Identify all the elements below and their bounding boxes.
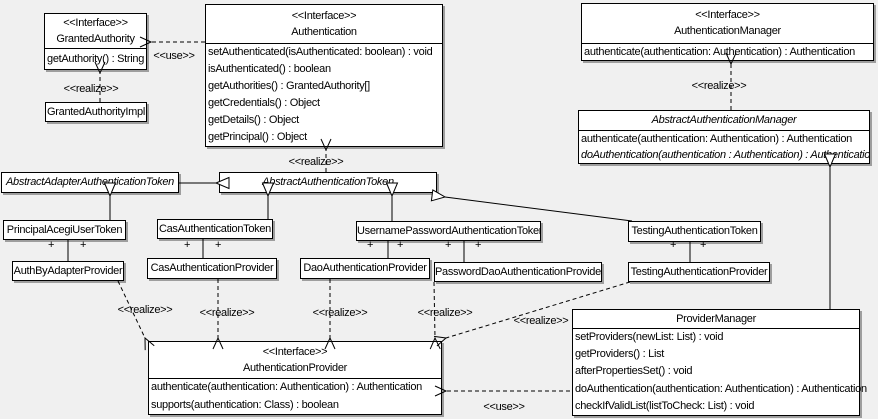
class-abstract-authentication-manager[interactable]: AbstractAuthenticationManager authenticat… <box>578 110 870 164</box>
edge-gen-testingauthenticationtoken <box>445 197 633 222</box>
edge-label-realize: <<realize>> <box>199 307 255 319</box>
class-username-password-authentication-token[interactable]: UsernamePasswordAuthenticationToken <box>356 221 541 241</box>
class-abstract-authentication-token[interactable]: AbstractAuthenticationToken <box>219 172 437 193</box>
method-label: authenticate(authentication: Authenticat… <box>584 46 855 58</box>
method-label: doAuthentication(authentication : Authen… <box>581 149 869 161</box>
class-password-dao-authentication-provider[interactable]: PasswordDaoAuthenticationProvider <box>434 262 602 282</box>
method-label: getPrincipal() : Object <box>208 131 307 143</box>
class-name: AbstractAuthenticationToken <box>262 176 394 188</box>
edge-label-realize: <<realize>> <box>63 83 119 95</box>
class-name: PrincipalAcegiUserToken <box>6 224 123 236</box>
class-cas-authentication-provider[interactable]: CasAuthenticationProvider <box>147 258 277 279</box>
class-name: UsernamePasswordAuthenticationToken <box>357 225 540 237</box>
edge-label-realize: <<realize>> <box>117 304 173 316</box>
edge-label-realize: <<realize>> <box>691 80 747 92</box>
plus-label: + <box>47 239 55 251</box>
class-name: PasswordDaoAuthenticationProvider <box>435 266 601 278</box>
class-name: CasAuthenticationProvider <box>150 262 274 274</box>
method-label: setAuthenticated(isAuthenticated: boolea… <box>208 46 433 58</box>
class-testing-authentication-provider[interactable]: TestingAuthenticationProvider <box>628 262 770 282</box>
class-name: AbstractAuthenticationManager <box>579 111 869 131</box>
class-abstract-adapter-authentication-token[interactable]: AbstractAdapterAuthenticationToken <box>1 172 179 193</box>
method-label: afterPropertiesSet() : void <box>575 365 693 378</box>
class-name: AuthByAdapterProvider <box>13 265 123 277</box>
method-label: setProviders(newList: List) : void <box>575 331 724 343</box>
edge-label-use: <<use>> <box>483 401 525 413</box>
class-dao-authentication-provider[interactable]: DaoAuthenticationProvider <box>300 258 430 279</box>
class-name: AuthenticationProvider <box>242 361 348 374</box>
stereotype-label: <<Interface>> <box>262 345 328 358</box>
edge-label-realize: <<realize>> <box>312 307 368 319</box>
class-name: DaoAuthenticationProvider <box>303 262 427 274</box>
method-label: authenticate(authentication: Authenticat… <box>151 381 422 393</box>
method-label: getDetails() : Object <box>208 114 299 126</box>
class-granted-authority[interactable]: <<Interface>> GrantedAuthority getAuthorit… <box>44 13 147 70</box>
stereotype-label: <<Interface>> <box>63 16 128 29</box>
plus-label: + <box>79 239 87 251</box>
method-label: checkIfValidList(listToCheck: List) : vo… <box>575 399 755 412</box>
plus-label: + <box>669 239 677 251</box>
plus-label: + <box>474 239 482 251</box>
method-label: isAuthenticated() : boolean <box>208 63 331 75</box>
stereotype-label: <<Interface>> <box>291 9 357 22</box>
class-granted-authority-impl[interactable]: GrantedAuthorityImpl <box>45 102 147 122</box>
class-authentication-provider[interactable]: <<Interface>> AuthenticationProvider authe… <box>148 341 442 415</box>
method-label: doAuthentication(authentication: Authent… <box>575 382 867 395</box>
plus-label: + <box>699 239 707 251</box>
method-label: getAuthority() : String <box>47 53 145 65</box>
edge-label-realize: <<realize>> <box>288 156 344 168</box>
class-principal-acegi-user-token[interactable]: PrincipalAcegiUserToken <box>3 220 126 240</box>
class-name: Authentication <box>291 25 357 38</box>
class-auth-by-adapter-provider[interactable]: AuthByAdapterProvider <box>12 261 124 281</box>
plus-label: + <box>396 239 404 251</box>
method-label: getProviders() : List <box>575 348 665 361</box>
class-name: GrantedAuthority <box>56 32 135 45</box>
class-authentication[interactable]: <<Interface>> Authentication setAuthentica… <box>205 4 443 147</box>
plus-label: + <box>366 239 374 251</box>
class-cas-authentication-token[interactable]: CasAuthenticationToken <box>157 219 273 239</box>
class-authentication-manager[interactable]: <<Interface>> AuthenticationManager authen… <box>581 3 874 61</box>
stereotype-label: <<Interface>> <box>695 9 760 21</box>
class-name: AbstractAdapterAuthenticationToken <box>6 176 174 188</box>
method-label: authenticate(authentication: Authenticat… <box>581 133 852 145</box>
method-label: getAuthorities() : GrantedAuthority[] <box>208 80 370 92</box>
edge-label-realize: <<realize>> <box>417 307 473 319</box>
class-name: ProviderManager <box>573 310 859 329</box>
plus-label: + <box>444 239 452 251</box>
class-testing-authentication-token[interactable]: TestingAuthenticationToken <box>628 221 761 242</box>
class-name: GrantedAuthorityImpl <box>47 106 145 118</box>
class-name: TestingAuthenticationToken <box>631 225 758 237</box>
plus-label: + <box>214 239 222 251</box>
class-name: AuthenticationManager <box>674 25 781 37</box>
plus-label: + <box>183 239 191 251</box>
edge-label-realize: <<realize>> <box>513 315 569 327</box>
method-label: getCredentials() : Object <box>208 97 320 109</box>
class-name: CasAuthenticationToken <box>158 223 272 235</box>
edge-label-use: <<use>> <box>153 50 195 62</box>
class-provider-manager[interactable]: ProviderManager setProviders(newList: Lis… <box>572 309 867 416</box>
class-name: TestingAuthenticationProvider <box>630 266 768 278</box>
method-label: supports(authentication: Class) : boolea… <box>151 398 339 411</box>
